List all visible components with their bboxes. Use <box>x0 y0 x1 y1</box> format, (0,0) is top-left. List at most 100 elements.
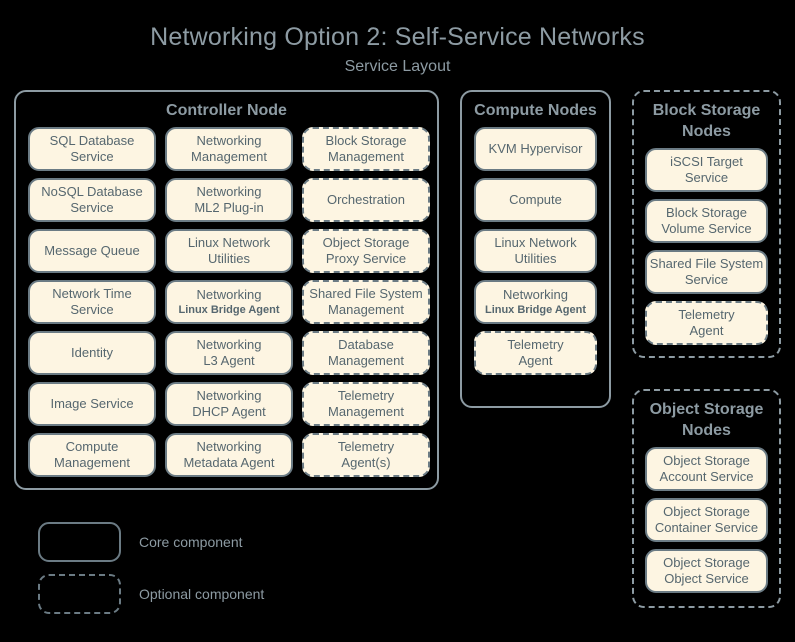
service-chip-line1: Object Storage <box>663 555 750 570</box>
service-chip[interactable]: Compute <box>474 178 597 222</box>
service-chip[interactable]: Message Queue <box>28 229 156 273</box>
controller-node-title: Controller Node <box>166 102 287 119</box>
service-chip-line1: Identity <box>71 345 113 360</box>
service-chip-line2: Metadata Agent <box>183 455 275 470</box>
service-chip-line1: Message Queue <box>44 243 140 258</box>
legend-swatch-dashed <box>38 574 121 614</box>
service-chip-line2: Volume Service <box>661 221 752 236</box>
service-chip-line2: Agent(s) <box>341 455 391 470</box>
page-subtitle: Service Layout <box>344 58 451 75</box>
service-chip-line1: Networking <box>196 287 262 302</box>
service-chip-line2: Container Service <box>654 520 759 535</box>
service-chip-line2: Service <box>684 272 729 287</box>
service-chip[interactable]: KVM Hypervisor <box>474 127 597 171</box>
service-chip[interactable]: Orchestration <box>302 178 430 222</box>
service-chip-line2: L3 Agent <box>203 353 255 368</box>
object-storage-nodes-title: Object Storage Nodes <box>649 401 764 439</box>
service-chip[interactable]: Identity <box>28 331 156 375</box>
service-chip-line1: Image Service <box>50 396 134 411</box>
service-chip-line1: Network Time <box>52 286 132 301</box>
service-chip-line1: Linux Network <box>494 235 577 250</box>
service-chip-line2: Service <box>70 149 114 164</box>
service-chip-line2: Agent <box>689 323 724 338</box>
service-chip-line1: Networking <box>196 337 262 352</box>
service-chip-line2: Service <box>684 170 729 185</box>
service-chip-line1: Object Storage <box>663 453 750 468</box>
service-chip-line1: NoSQL Database <box>41 184 143 199</box>
service-chip-line1: Compute <box>65 439 119 454</box>
service-chip-line2: Management <box>191 149 267 164</box>
service-chip[interactable]: Image Service <box>28 382 156 426</box>
service-chip-line1: Networking <box>196 133 262 148</box>
service-chip-line2: Utilities <box>208 251 250 266</box>
service-chip-line1: Object Storage <box>322 235 410 250</box>
legend-row: Optional component <box>38 568 264 620</box>
service-chip-line1: KVM Hypervisor <box>488 141 583 156</box>
service-chip-line1: Compute <box>509 192 562 207</box>
service-chip-line1: Linux Network <box>187 235 271 250</box>
service-chip-line2: Service <box>70 302 114 317</box>
block-storage-nodes-title: Block Storage Nodes <box>652 102 761 140</box>
service-chip-line1: Telemetry <box>337 439 395 454</box>
service-chip-line2: Management <box>328 149 404 164</box>
service-chip-line2: Service <box>70 200 114 215</box>
service-chip-line1: Networking <box>502 287 569 302</box>
service-chip-line2: Linux Bridge Agent <box>178 304 280 316</box>
service-chip-line1: SQL Database <box>49 133 135 148</box>
legend-swatch-solid <box>38 522 121 562</box>
service-chip-line1: Shared File System <box>649 256 764 271</box>
service-chip-line2: Linux Bridge Agent <box>484 304 587 316</box>
service-chip-line1: Object Storage <box>663 504 750 519</box>
service-chip-line1: Networking <box>196 439 262 454</box>
service-chip-line1: Orchestration <box>326 192 406 207</box>
service-chip-line2: Utilities <box>514 251 557 266</box>
compute-nodes-title: Compute Nodes <box>474 102 597 119</box>
service-chip-line2: Management <box>328 404 404 419</box>
service-chip-line1: iSCSI Target <box>670 154 743 169</box>
service-chip-line2: Object Service <box>664 571 749 586</box>
service-chip-line2: Management <box>54 455 130 470</box>
service-chip-line1: Shared File System <box>309 286 423 301</box>
page-title: Networking Option 2: Self-Service Networ… <box>150 23 645 51</box>
service-chip-line1: Networking <box>196 184 262 199</box>
service-chip-line1: Telemetry <box>678 307 735 322</box>
service-chip-line2: Management <box>328 353 404 368</box>
service-chip-line2: Management <box>328 302 404 317</box>
diagram-title-block: Networking Option 2: Self-Service Networ… <box>0 22 795 78</box>
